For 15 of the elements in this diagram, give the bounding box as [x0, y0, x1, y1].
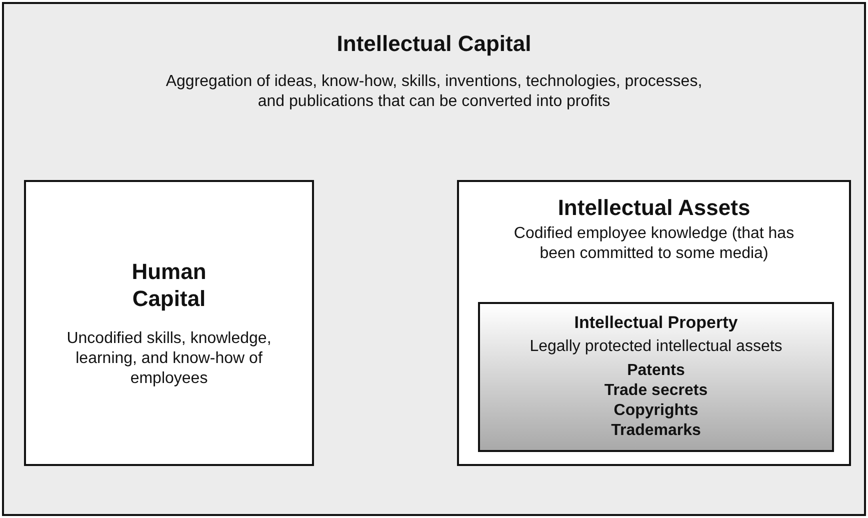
section-box	[457, 180, 851, 466]
section-title: Human Capital	[130, 258, 208, 312]
list-item: Patents	[627, 361, 685, 382]
list-item: Copyrights	[614, 401, 698, 422]
description: Codified employee knowledge (that has been committed to some media)	[512, 224, 796, 264]
section-title: Intellectual Property	[574, 312, 738, 334]
section-title: Intellectual Capital	[336, 30, 532, 58]
description: Legally protected intellectual assets	[530, 337, 782, 358]
list-item: Trademarks	[611, 421, 701, 442]
section-box	[24, 180, 314, 466]
list-item: Trade secrets	[604, 381, 708, 402]
section-box	[478, 302, 834, 452]
section-title: Intellectual Assets	[558, 194, 750, 222]
description: Uncodified skills, knowledge, learning, and know-how of employees	[66, 328, 272, 388]
description: Aggregation of ideas, know-how, skills, inventions, technologies, processes, and publications that can be converted into profits	[164, 72, 704, 112]
